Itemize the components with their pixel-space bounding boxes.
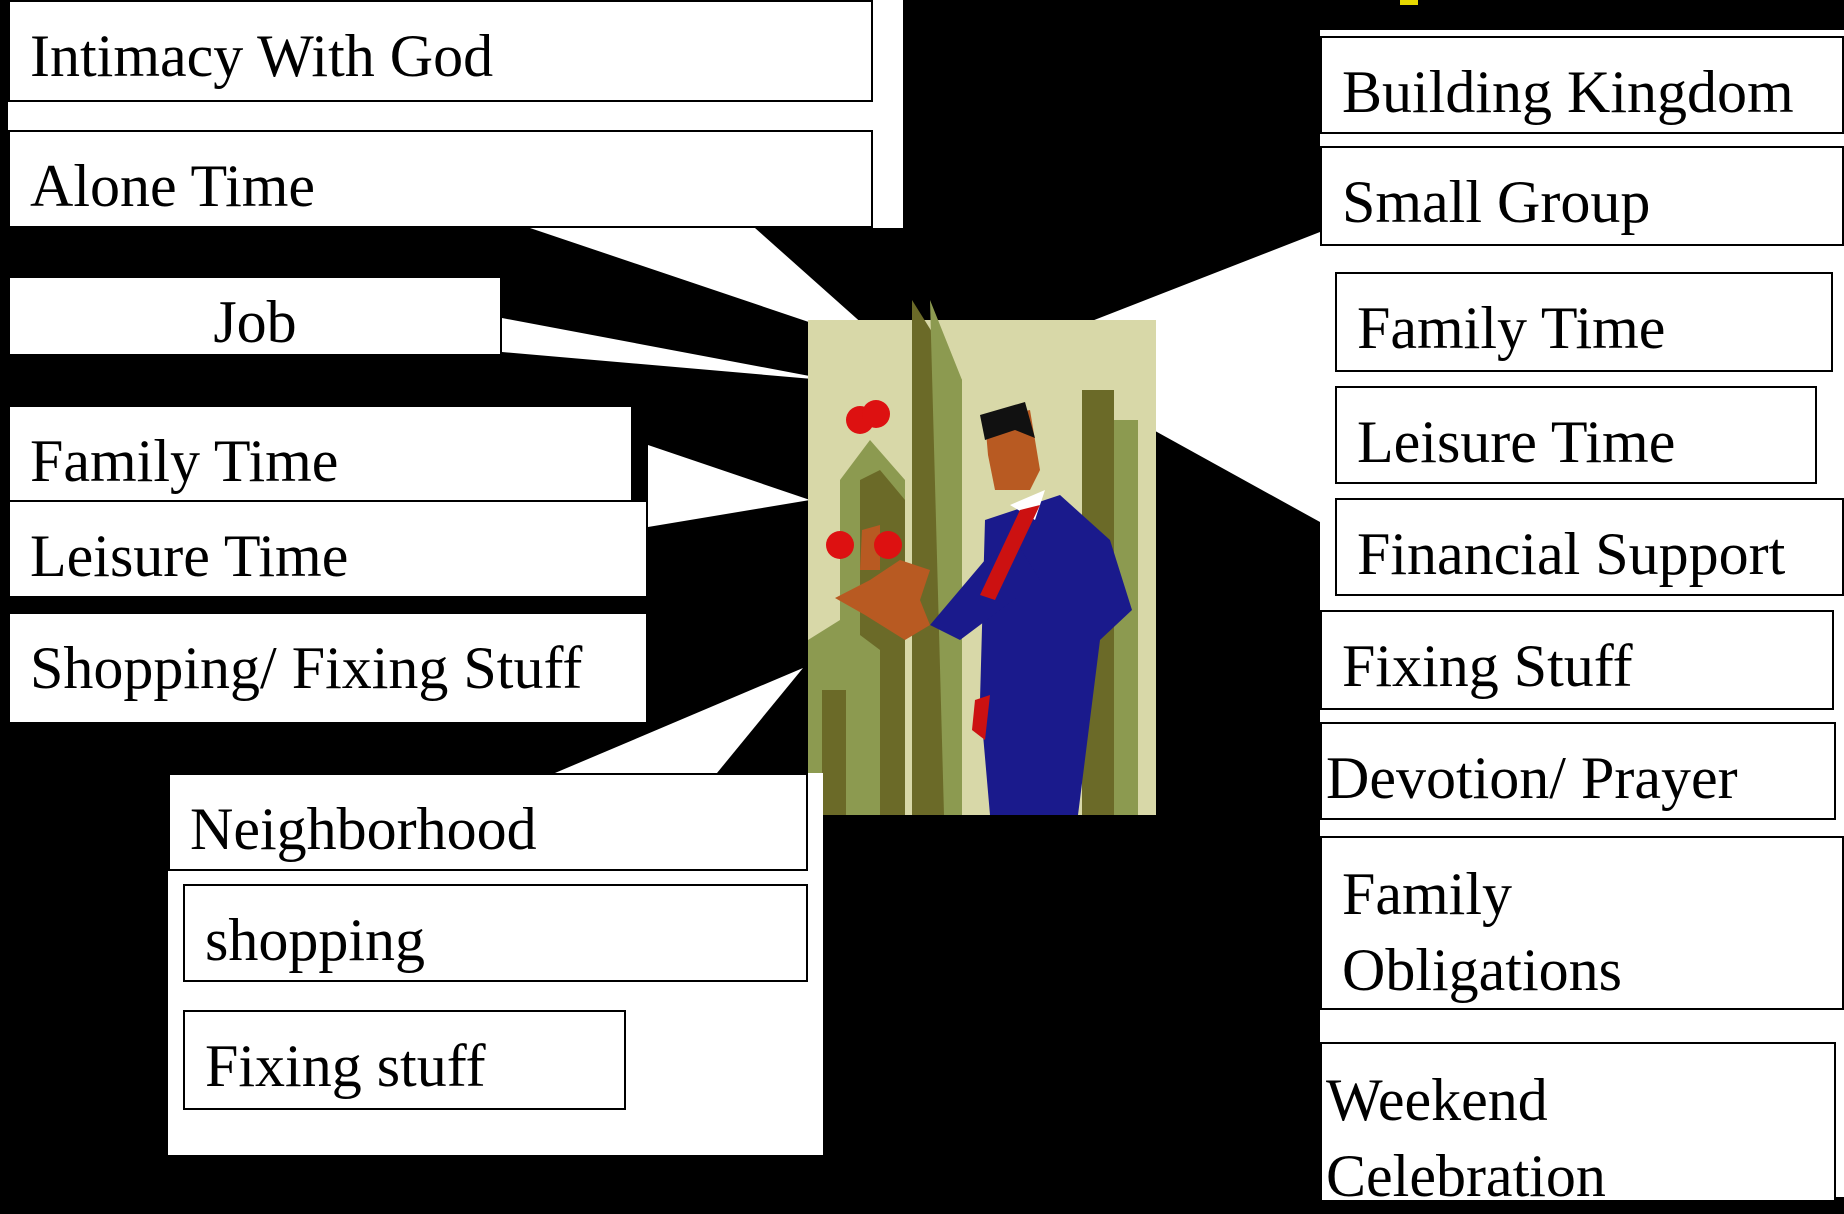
box-devotion-prayer: Devotion/ Prayer <box>1320 722 1836 820</box>
box-label: Alone Time <box>30 153 316 219</box>
box-neighborhood: Neighborhood <box>168 773 808 871</box>
box-label: Intimacy With God <box>30 23 494 89</box>
callout-pointer-top-left <box>530 228 892 350</box>
box-label: Neighborhood <box>190 796 537 862</box>
box-label: Family Obligations <box>1342 861 1622 1003</box>
box-family-obligations: Family Obligations <box>1320 836 1844 1010</box>
box-fixing-stuff-bottom: Fixing stuff <box>183 1010 626 1110</box>
box-label: Family Time <box>30 428 339 494</box>
box-label: Leisure Time <box>1357 409 1676 475</box>
box-leisure-time-right: Leisure Time <box>1335 386 1817 484</box>
title-accent <box>1400 0 1418 5</box>
box-shopping-fixing-stuff: Shopping/ Fixing Stuff <box>8 612 648 724</box>
box-label: Leisure Time <box>30 523 349 589</box>
box-job: Job <box>8 276 502 356</box>
box-shopping: shopping <box>183 884 808 982</box>
callout-pointer-bottom <box>555 668 803 773</box>
callout-pointer-job <box>502 318 836 381</box>
box-label: Weekend Celebration <box>1326 1067 1606 1209</box>
box-label: Family Time <box>1357 295 1666 361</box>
box-label: Financial Support <box>1357 521 1786 587</box>
juggling-businessman-icon <box>808 300 1156 815</box>
box-building-kingdom: Building Kingdom <box>1320 36 1844 134</box>
box-small-group: Small Group <box>1320 146 1844 246</box>
box-label: Shopping/ Fixing Stuff <box>30 635 583 701</box>
callout-pointer-right <box>1012 232 1320 522</box>
box-label: Devotion/ Prayer <box>1326 745 1738 811</box>
box-family-time-right: Family Time <box>1335 272 1833 372</box>
box-label: Job <box>213 289 297 355</box>
box-label: Building Kingdom <box>1342 59 1794 125</box>
box-leisure-time-left: Leisure Time <box>8 500 648 598</box>
box-label: Fixing stuff <box>205 1033 486 1099</box>
callout-pointer-family-leisure <box>648 445 810 527</box>
box-label: Small Group <box>1342 169 1651 235</box>
box-fixing-stuff-right: Fixing Stuff <box>1320 610 1834 710</box>
box-weekend-celebration: Weekend Celebration <box>1320 1042 1836 1209</box>
box-label: Fixing Stuff <box>1342 633 1633 699</box>
box-intimacy-with-god: Intimacy With God <box>8 0 873 102</box>
box-alone-time: Alone Time <box>8 130 873 228</box>
box-label: shopping <box>205 907 426 973</box>
box-family-time-left: Family Time <box>8 405 633 503</box>
box-financial-support: Financial Support <box>1335 498 1844 596</box>
